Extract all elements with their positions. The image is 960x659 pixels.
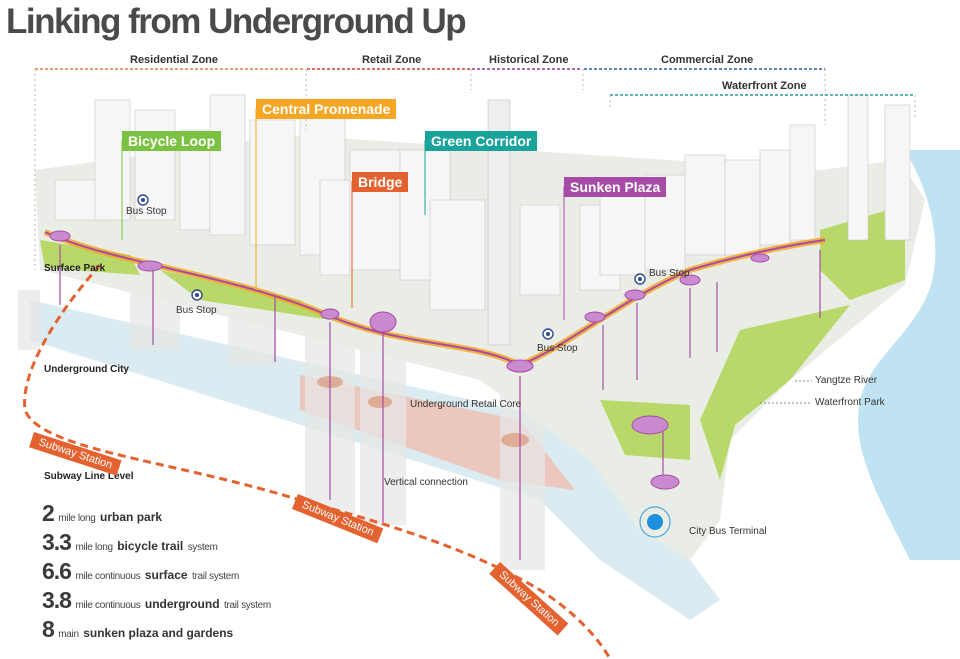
bus-stop-label: Bus Stop <box>649 268 690 279</box>
vertical-connection-arrows <box>59 245 821 560</box>
stat-urban-park: 2 mile long urban park <box>42 500 162 527</box>
bus-stop-dots <box>141 198 642 336</box>
bicycle-loop-tag: Bicycle Loop <box>122 131 222 151</box>
underground-city-label: Underground City <box>44 364 129 375</box>
waterfront-zone-label: Waterfront Zone <box>722 80 807 92</box>
stat-emphasis: surface <box>144 568 188 582</box>
yangtze-river <box>858 150 960 560</box>
stat-emphasis: urban park <box>100 510 163 524</box>
sunken-plaza-tag: Sunken Plaza <box>564 177 667 197</box>
residential-zone-label: Residential Zone <box>130 54 219 66</box>
stat-bicycle-trail: 3.3 mile long bicycle trail system <box>42 529 218 556</box>
stat-number: 8 <box>42 616 55 642</box>
stat-prefix: mile long <box>75 542 113 553</box>
bus-stop-label: Bus Stop <box>176 305 217 316</box>
page-title: Linking from Underground Up <box>6 2 467 41</box>
bus-stop-label: Bus Stop <box>126 206 167 217</box>
vertical-connection-label: Vertical connection <box>384 477 468 488</box>
central-tower <box>487 99 511 346</box>
bus-stop-label: Bus Stop <box>537 343 578 354</box>
green-corridor-tag: Green Corridor <box>425 131 538 151</box>
sunken-plazas <box>49 230 770 490</box>
stat-number: 3.3 <box>42 529 72 555</box>
subway-line <box>23 264 612 659</box>
retail-zone-label: Retail Zone <box>362 54 422 66</box>
stat-number: 3.8 <box>42 587 72 613</box>
city-bus-terminal-ring <box>639 506 671 538</box>
stat-number: 6.6 <box>42 558 72 584</box>
surface-park-label: Surface Park <box>44 263 106 274</box>
stat-emphasis: bicycle trail <box>117 539 184 553</box>
underground-retail-core-label: Underground Retail Core <box>410 399 522 410</box>
city-bus-terminal-icon <box>647 514 663 530</box>
underground-slab <box>30 300 720 620</box>
yangtze-river-label: Yangtze River <box>815 375 878 386</box>
stat-underground-trail: 3.8 mile continuous underground trail sy… <box>42 587 271 614</box>
commercial-zone-label: Commercial Zone <box>661 54 754 66</box>
stat-emphasis: sunken plaza and gardens <box>83 626 234 640</box>
stat-suffix: system <box>187 542 218 553</box>
stat-suffix: trail system <box>223 600 271 611</box>
stat-surface-trail: 6.6 mile continuous surface trail system <box>42 558 239 585</box>
stat-prefix: mile continuous <box>75 571 141 582</box>
historical-zone-label: Historical Zone <box>489 54 569 66</box>
city-bus-terminal-label: City Bus Terminal <box>689 526 767 537</box>
park-areas <box>40 205 905 480</box>
waterfront-park-label: Waterfront Park <box>815 397 885 408</box>
stat-emphasis: underground <box>144 597 220 611</box>
stat-prefix: main <box>58 629 79 640</box>
stat-suffix: trail system <box>192 571 239 582</box>
buildings <box>54 94 911 311</box>
underground-plazas <box>317 376 529 447</box>
stat-prefix: mile continuous <box>75 600 141 611</box>
feature-leaders <box>121 108 565 320</box>
stat-number: 2 <box>42 500 55 526</box>
stat-prefix: mile long <box>58 513 96 524</box>
zone-lines <box>35 68 915 96</box>
subway-line-level-label: Subway Line Level <box>44 471 134 482</box>
bridge-tag: Bridge <box>352 172 409 192</box>
central-promenade-tag: Central Promenade <box>256 99 397 119</box>
stat-sunken-plazas: 8 main sunken plaza and gardens <box>42 616 233 643</box>
surface-trail-inner <box>44 231 826 367</box>
right-leaders <box>760 380 812 404</box>
